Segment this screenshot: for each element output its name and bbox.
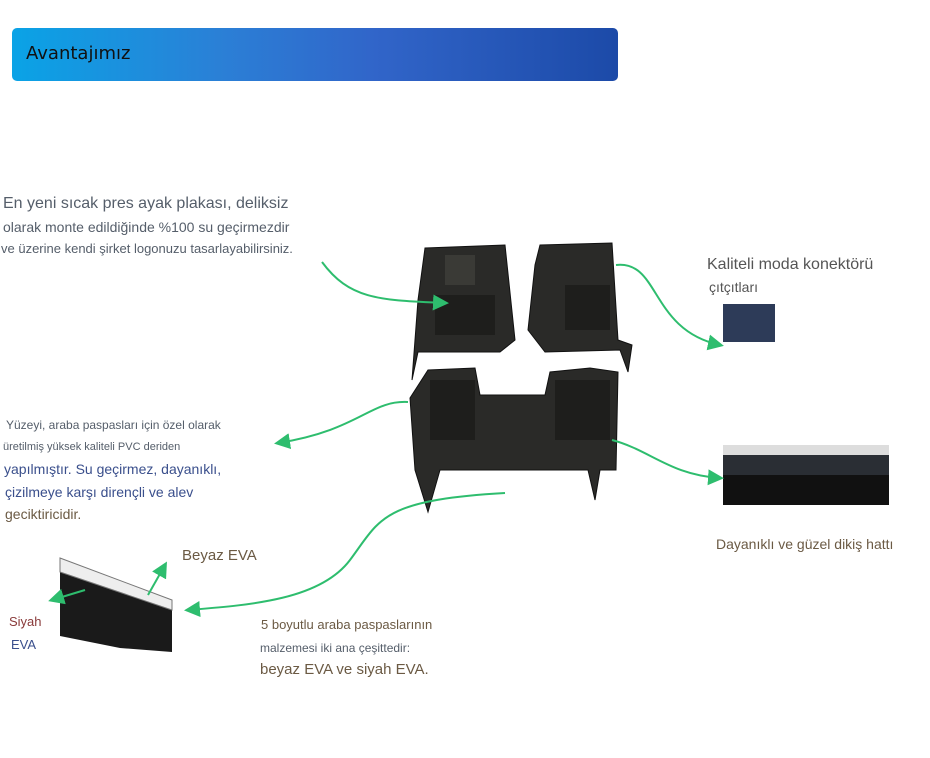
mid-left-line2: üretilmiş yüksek kaliteli PVC deriden <box>3 441 181 453</box>
rear-mat <box>409 367 619 514</box>
header-banner: Avantajımız <box>12 28 618 81</box>
white-eva-label: Beyaz EVA <box>182 547 257 564</box>
black-eva-label-1: Siyah <box>9 614 42 629</box>
mid-left-line4: çizilmeye karşı dirençli ve alev <box>5 484 194 500</box>
black-eva-label-2: EVA <box>11 637 37 652</box>
callout-arrows <box>48 261 724 618</box>
connector-line2: çıtçıtları <box>709 279 759 295</box>
stitch-label: Dayanıklı ve güzel dikiş hattı <box>716 536 894 552</box>
mid-left-line1: Yüzeyi, araba paspasları için özel olara… <box>6 418 221 432</box>
header-title: Avantajımız <box>26 43 131 64</box>
material-line1: 5 boyutlu araba paspaslarının <box>261 617 433 632</box>
top-left-line1: En yeni sıcak pres ayak plakası, deliksi… <box>3 195 289 212</box>
material-line2: malzemesi iki ana çeşittedir: <box>260 641 411 655</box>
mid-left-line5: geciktiricidir. <box>5 506 82 522</box>
top-left-line2: olarak monte edildiğinde %100 su geçirme… <box>3 219 290 235</box>
top-left-line3: ve üzerine kendi şirket logonuzu tasarla… <box>1 241 293 256</box>
mid-left-line3: yapılmıştır. Su geçirmez, dayanıklı, <box>4 461 222 477</box>
eva-sample <box>59 557 173 652</box>
material-line3: beyaz EVA ve siyah EVA. <box>260 661 429 678</box>
connector-sample <box>723 304 775 342</box>
passenger-mat <box>527 242 633 373</box>
driver-mat <box>411 244 516 381</box>
connector-line1: Kaliteli moda konektörü <box>707 256 874 273</box>
